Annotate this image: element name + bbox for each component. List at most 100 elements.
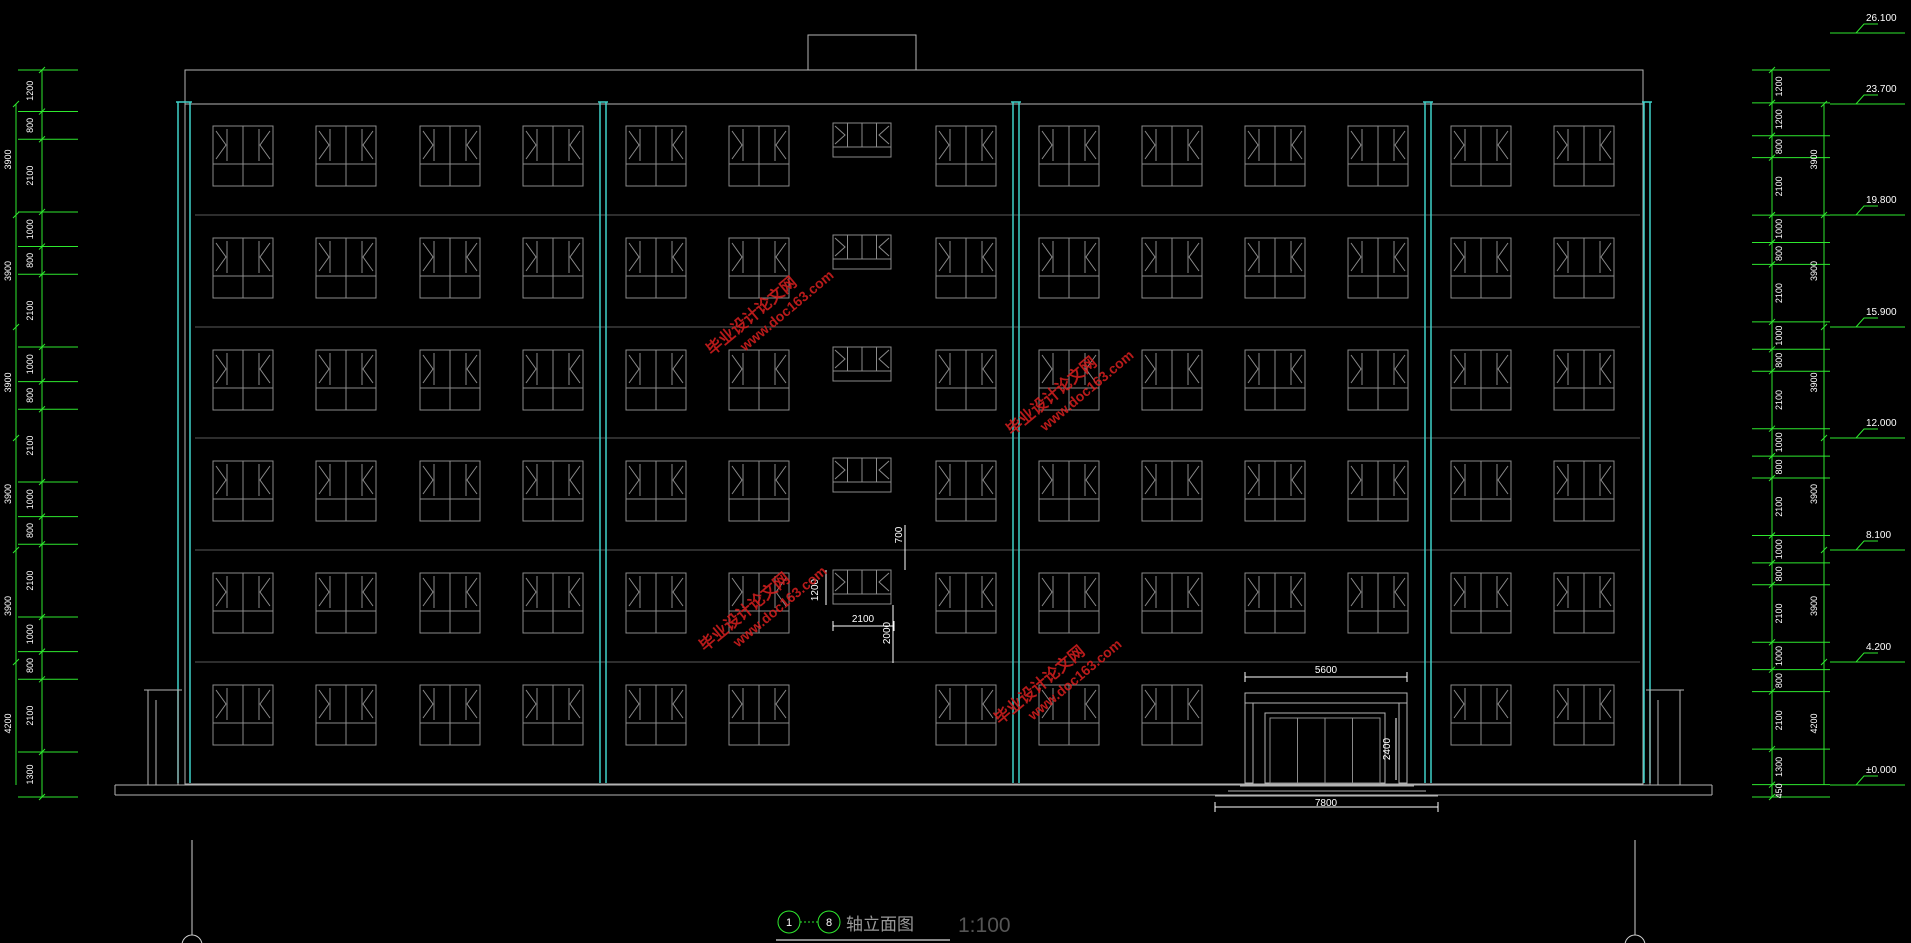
dimension-segment-label: 800 bbox=[1774, 673, 1784, 688]
window bbox=[522, 237, 584, 299]
window-opening-mark bbox=[1144, 577, 1156, 607]
window-opening-mark bbox=[466, 689, 478, 719]
window-opening-mark bbox=[422, 130, 434, 160]
window-opening-mark bbox=[1041, 354, 1053, 384]
window-opening-mark bbox=[1085, 689, 1097, 719]
dimension-tick bbox=[1768, 452, 1776, 460]
window bbox=[1141, 237, 1203, 299]
window bbox=[728, 349, 790, 411]
window bbox=[1038, 460, 1100, 522]
dimension-tick bbox=[1768, 367, 1776, 375]
window-opening-mark bbox=[1556, 130, 1568, 160]
window bbox=[1553, 237, 1615, 299]
level-triangle bbox=[1855, 540, 1878, 551]
axis-bubble-end bbox=[817, 910, 841, 934]
entrance-column bbox=[1398, 702, 1408, 784]
window bbox=[1553, 460, 1615, 522]
window bbox=[1347, 125, 1409, 187]
window-opening-mark bbox=[938, 689, 950, 719]
window-opening-mark bbox=[1085, 130, 1097, 160]
dimension-tick bbox=[1768, 211, 1776, 219]
window-opening-mark bbox=[1394, 130, 1406, 160]
window-opening-mark bbox=[1041, 465, 1053, 495]
window bbox=[1141, 460, 1203, 522]
entrance-canopy bbox=[1244, 692, 1408, 704]
dimension-segment-label: 800 bbox=[25, 118, 35, 133]
dimension-tick bbox=[12, 100, 20, 108]
window bbox=[1141, 572, 1203, 634]
stair-window bbox=[832, 346, 892, 382]
stair-window bbox=[832, 234, 892, 270]
level-label: ±0.000 bbox=[1866, 765, 1897, 776]
window-opening-mark bbox=[775, 577, 787, 607]
window-opening-mark bbox=[215, 354, 227, 384]
window bbox=[935, 460, 997, 522]
window bbox=[212, 125, 274, 187]
window bbox=[212, 349, 274, 411]
window-opening-mark bbox=[938, 130, 950, 160]
axis-bubble-start-label: 1 bbox=[786, 917, 792, 929]
window-opening-mark bbox=[1085, 465, 1097, 495]
window bbox=[419, 572, 481, 634]
window-opening-mark bbox=[1247, 577, 1259, 607]
window-opening-mark bbox=[569, 465, 581, 495]
parapet bbox=[184, 69, 1644, 105]
axis-bubble-right bbox=[1624, 934, 1646, 943]
dimension-segment-label: 1000 bbox=[1774, 646, 1784, 666]
dimension-tick bbox=[38, 343, 46, 351]
level-label: 12.000 bbox=[1866, 418, 1897, 429]
window-opening-mark bbox=[1041, 130, 1053, 160]
dimension-segment-label: 2100 bbox=[1774, 497, 1784, 517]
dimension-segment-label: 2100 bbox=[25, 301, 35, 321]
level-triangle bbox=[1855, 205, 1878, 216]
window-opening-mark bbox=[259, 465, 271, 495]
window-opening-mark bbox=[834, 237, 846, 257]
window-opening-mark bbox=[878, 572, 890, 592]
dimension-tick bbox=[38, 648, 46, 655]
dimension-tick bbox=[38, 748, 46, 756]
window-opening-mark bbox=[628, 242, 640, 272]
window-opening-mark bbox=[982, 354, 994, 384]
window-opening-mark bbox=[834, 460, 846, 480]
dimension-segment-label: 2100 bbox=[25, 436, 35, 456]
level-triangle bbox=[1855, 317, 1878, 328]
window-grid bbox=[212, 122, 1615, 746]
window-opening-mark bbox=[1394, 354, 1406, 384]
dimension-tick bbox=[38, 378, 46, 385]
window-opening-mark bbox=[1247, 354, 1259, 384]
window-opening-mark bbox=[318, 689, 330, 719]
stair-window bbox=[832, 122, 892, 158]
window-opening-mark bbox=[466, 242, 478, 272]
window-opening-mark bbox=[1247, 465, 1259, 495]
dimension-tick bbox=[1768, 261, 1776, 268]
window-opening-mark bbox=[1453, 242, 1465, 272]
window bbox=[1450, 125, 1512, 187]
level-label: 15.900 bbox=[1866, 307, 1897, 318]
storey-dimension-label: 3900 bbox=[1809, 149, 1819, 169]
window bbox=[625, 684, 687, 746]
window-opening-mark bbox=[1085, 354, 1097, 384]
window-opening-mark bbox=[525, 577, 537, 607]
window bbox=[1038, 237, 1100, 299]
window bbox=[625, 572, 687, 634]
window-opening-mark bbox=[1556, 577, 1568, 607]
window-opening-mark bbox=[1247, 130, 1259, 160]
window-opening-mark bbox=[1144, 354, 1156, 384]
window-span-dim: 2000 bbox=[882, 621, 893, 644]
window-opening-mark bbox=[422, 354, 434, 384]
storey-dimension-label: 4200 bbox=[3, 713, 13, 733]
dimension-segment-label: 1000 bbox=[1774, 326, 1784, 346]
window-opening-mark bbox=[982, 689, 994, 719]
window-opening-mark bbox=[1291, 465, 1303, 495]
window bbox=[935, 572, 997, 634]
window-opening-mark bbox=[775, 465, 787, 495]
window-opening-mark bbox=[938, 465, 950, 495]
window-opening-mark bbox=[259, 354, 271, 384]
window bbox=[419, 349, 481, 411]
window bbox=[1347, 460, 1409, 522]
window bbox=[728, 460, 790, 522]
window bbox=[935, 237, 997, 299]
storey-dimension-label: 3900 bbox=[1809, 372, 1819, 392]
